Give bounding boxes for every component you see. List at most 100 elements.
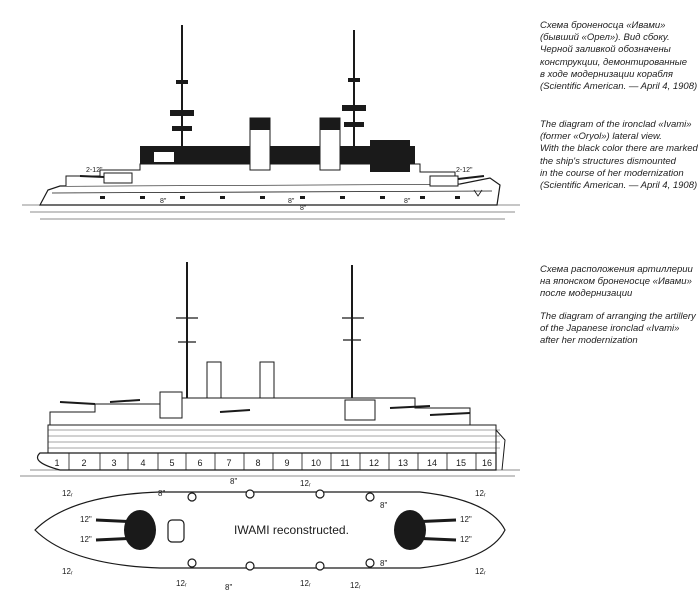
- dismounted-aft-deckhouse: [154, 152, 174, 162]
- compartment-1: 1: [54, 458, 59, 468]
- aft-main-turret: [124, 510, 156, 550]
- caption-line: With the black color there are marked: [540, 143, 698, 155]
- compartment-8: 8: [255, 458, 260, 468]
- bow-shape-2: [495, 429, 506, 471]
- caption-artillery-en: The diagram of arranging the artillery o…: [540, 311, 696, 348]
- gun-label-8in-c: 8": [300, 205, 307, 212]
- compartment-4: 4: [140, 458, 145, 468]
- label-main-gun-aft-a: 12": [80, 515, 92, 524]
- mast-yards-2: [176, 317, 364, 343]
- forward-turret-guns: [457, 175, 485, 180]
- dismounted-bridge: [370, 140, 410, 172]
- armor-belt-band: [47, 424, 497, 454]
- compartment-5: 5: [169, 458, 174, 468]
- caption-line: (Scientific American. — April 4, 1908): [540, 180, 698, 192]
- compartment-15: 15: [456, 458, 466, 468]
- label-8in-a: 8": [230, 477, 237, 486]
- label-8in-b: 8": [158, 489, 165, 498]
- anchor: [473, 189, 483, 197]
- hull-deck-line: [51, 190, 493, 194]
- label-small-gun-c: 12ᵣ: [475, 489, 486, 498]
- gun-label-forward-12in: 2-12": [456, 167, 473, 174]
- label-main-gun-aft-b: 12": [80, 535, 92, 544]
- deck-plan-labels: IWAMI reconstructed. 12" 12" 12" 12" 8" …: [62, 477, 486, 592]
- forward-main-guns: [409, 518, 457, 542]
- sea-surface-lines-2: [20, 469, 520, 477]
- label-8in-c: 8": [380, 501, 387, 510]
- compartment-numbers: 1 2 3 4 5 6 7 8 9 10 11 12 13 14 15 16: [54, 458, 492, 468]
- compartment-11: 11: [340, 458, 349, 468]
- secondary-gun-turrets: [187, 489, 375, 571]
- compartment-16: 16: [482, 458, 492, 468]
- caption-line: конструкции, демонтированные: [540, 56, 688, 68]
- compartment-3: 3: [111, 458, 116, 468]
- caption-line: (Scientific American. — April 4, 1908): [540, 81, 698, 93]
- dismounted-upper-deck: [140, 146, 415, 164]
- deck-plan-drawing: [34, 489, 506, 571]
- label-8in-d: 8": [380, 559, 387, 568]
- compartment-10: 10: [311, 458, 321, 468]
- caption-side-view-ru: Схема броненосца «Ивами» (бывший «Орел»)…: [540, 20, 697, 93]
- label-small-gun-g: 12ᵣ: [176, 579, 187, 588]
- compartment-12: 12: [369, 458, 379, 468]
- hull-bottom-outline: [36, 452, 497, 471]
- caption-line: (бывший «Орел»). Вид сбоку.: [540, 32, 670, 44]
- caption-line: в ходе модернизации корабля: [540, 68, 673, 80]
- caption-line: на японском броненосце «Ивами»: [540, 276, 692, 288]
- label-small-gun-d: 12ᵣ: [475, 567, 486, 576]
- caption-line: после модернизации: [540, 288, 633, 300]
- deck-plan-outline: [34, 491, 506, 569]
- aft-turret: [103, 172, 133, 184]
- caption-line: (former «Oryol») lateral view.: [540, 131, 662, 143]
- bridge-hatched-3: [344, 399, 376, 421]
- caption-line: in the course of her modernization: [540, 167, 684, 179]
- compartment-9: 9: [284, 458, 289, 468]
- bridge-hatched-2: [159, 391, 183, 419]
- caption-line: Схема броненосца «Ивами»: [540, 20, 666, 31]
- forward-main-turret: [394, 510, 426, 550]
- label-small-gun-a: 12ᵣ: [62, 489, 73, 498]
- gun-label-8in-d: 8": [404, 198, 411, 205]
- compartment-dividers: [68, 453, 477, 470]
- armor-belt-hatching: [48, 429, 500, 449]
- label-small-gun-f: 12ᵣ: [300, 579, 311, 588]
- label-8in-e: 8": [225, 583, 232, 592]
- hull-portholes: [100, 196, 460, 199]
- caption-side-view-en: The diagram of the ironclad «Ivami» (for…: [540, 119, 698, 192]
- aft-main-guns: [95, 518, 141, 542]
- aft-turret-guns: [79, 175, 105, 178]
- label-small-gun-e: 12ᵣ: [300, 479, 311, 488]
- caption-line: of the Japanese ironclad «Ivami»: [540, 323, 680, 335]
- caption-line: The diagram of the ironclad «Ivami»: [540, 119, 692, 130]
- side-view-gun-labels: 2-12" 8" 8" 8" 8" 2-12": [86, 167, 473, 212]
- caption-line: after her modernization: [540, 335, 638, 347]
- label-main-gun-forward-b: 12": [460, 535, 472, 544]
- label-small-gun-h: 12ᵣ: [350, 581, 361, 590]
- deck-plan-ship-name: IWAMI reconstructed.: [234, 523, 349, 537]
- compartment-2: 2: [81, 458, 86, 468]
- funnel-aft-cap: [320, 118, 340, 130]
- mast-fighting-tops: [170, 78, 366, 131]
- compartment-13: 13: [398, 458, 408, 468]
- gun-label-8in-b: 8": [288, 198, 295, 205]
- compartment-6: 6: [197, 458, 202, 468]
- gun-barrels-2: [59, 399, 471, 416]
- artillery-profile-drawing: [20, 262, 520, 477]
- label-main-gun-forward-a: 12": [460, 515, 472, 524]
- caption-line: the ship's structures dismounted: [540, 155, 676, 167]
- side-view-drawing: [22, 25, 520, 220]
- sea-surface-lines: [22, 204, 520, 220]
- caption-line: The diagram of arranging the artillery: [540, 311, 696, 322]
- caption-artillery-ru: Схема расположения артиллерии на японско…: [540, 264, 693, 301]
- forward-turret: [429, 175, 459, 187]
- label-small-gun-b: 12ᵣ: [62, 567, 73, 576]
- compartment-14: 14: [427, 458, 437, 468]
- funnel-forward-cap: [250, 118, 270, 130]
- compartment-7: 7: [226, 458, 231, 468]
- caption-line: Схема расположения артиллерии: [540, 264, 693, 275]
- gun-label-aft-12in: 2-12": [86, 167, 103, 174]
- aft-hatch: [167, 519, 185, 543]
- caption-line: Черной заливкой обозначены: [540, 44, 671, 56]
